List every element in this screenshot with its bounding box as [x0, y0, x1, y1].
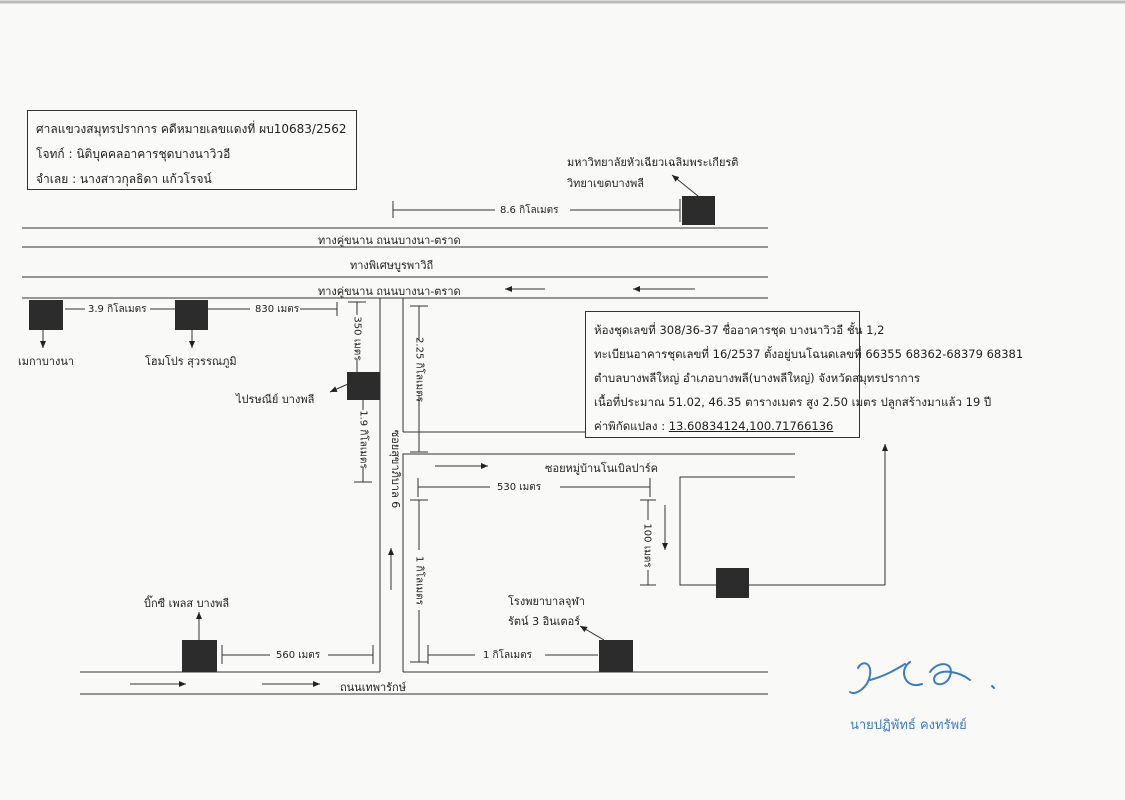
homepro-building [175, 300, 208, 330]
label-hospital: โรงพยาบาลจุฬา [508, 595, 586, 608]
distance-1km-horizontal: 1 กิโลเมตร [483, 650, 532, 661]
distance-350m: 350 เมตร [351, 316, 363, 361]
distance-1-9km: 1.9 กิโลเมตร [357, 410, 369, 469]
university-building [682, 196, 715, 225]
distance-830m: 830 เมตร [255, 304, 300, 315]
case-info-box: ศาลแขวงสมุทรปราการ คดีหมายเลขแดงที่ ผบ10… [27, 110, 357, 190]
subject-property-building [716, 568, 749, 598]
label-mega: เมกาบางนา [18, 355, 75, 368]
distance-100m: 100 เมตร [641, 523, 653, 568]
coordinate-line: ค่าพิกัดแปลง : 13.60834124,100.71766136 [594, 419, 834, 433]
property-info-box: ห้องชุดเลขที่ 308/36-37 ชื่ออาคารชุด บาง… [585, 311, 1024, 438]
signature-name: นายปฏิพัทธ์ คงทรัพย์ [850, 718, 967, 733]
court-case-line: ศาลแขวงสมุทรปราการ คดีหมายเลขแดงที่ ผบ10… [36, 122, 347, 136]
bigc-building [182, 640, 217, 672]
label-university: มหาวิทยาลัยหัวเฉียวเฉลิมพระเกียรติ [567, 156, 739, 169]
unit-number-line: ห้องชุดเลขที่ 308/36-37 ชื่ออาคารชุด บาง… [594, 323, 885, 337]
distance-2-25km: 2.25 กิโลเมตร [413, 337, 425, 402]
distance-530m: 530 เมตร [497, 482, 542, 493]
distance-560m: 560 เมตร [276, 650, 321, 661]
hospital-building [599, 640, 633, 672]
coordinate-value: 13.60834124,100.71766136 [668, 419, 834, 433]
road-soi-village: ซอยหมู่บ้านโนเบิลปาร์ค [545, 462, 659, 475]
road-frontage-bottom: ทางคู่ขนาน ถนนบางนา-ตราด [318, 285, 461, 298]
label-bigc: บิ๊กซี เพลส บางพลี [144, 597, 230, 610]
label-homepro: โฮมโปร สุวรรณภูมิ [145, 355, 237, 368]
distance-8-6km: 8.6 กิโลเมตร [500, 205, 559, 216]
distance-1km-vertical: 1 กิโลเมตร [413, 556, 425, 605]
plaintiff-line: โจทก์ : นิติบุคคลอาคารชุดบางนาวิวอี [36, 147, 231, 161]
label-post-office: ไปรษณีย์ บางพลี [236, 393, 315, 406]
road-frontage-top: ทางคู่ขนาน ถนนบางนา-ตราด [318, 234, 461, 247]
road-expressway: ทางพิเศษบูรพาวิถี [350, 259, 434, 272]
mega-bangna-building [29, 300, 63, 330]
label-university-2: วิทยาเขตบางพลี [567, 177, 644, 190]
distance-3-9km: 3.9 กิโลเมตร [88, 304, 147, 315]
location-line: ตำบลบางพลีใหญ่ อำเภอบางพลี(บางพลีใหญ่) จ… [594, 371, 921, 385]
post-office-building [347, 372, 380, 400]
road-soi-sukhaphiban: ซอยสุขาภิบาล 6 [389, 429, 402, 509]
road-thepharak: ถนนเทพารักษ์ [340, 681, 406, 694]
registration-line: ทะเบียนอาคารชุดเลขที่ 16/2537 ตั้งอยู่บน… [594, 347, 1024, 361]
defendant-line: จำเลย : นางสาวกุลธิดา แก้วโรจน์ [36, 172, 212, 186]
label-hospital-2: รัตน์ 3 อินเตอร์ [508, 615, 581, 628]
area-line: เนื้อที่ประมาณ 51.02, 46.35 ตารางเมตร สู… [594, 395, 992, 409]
